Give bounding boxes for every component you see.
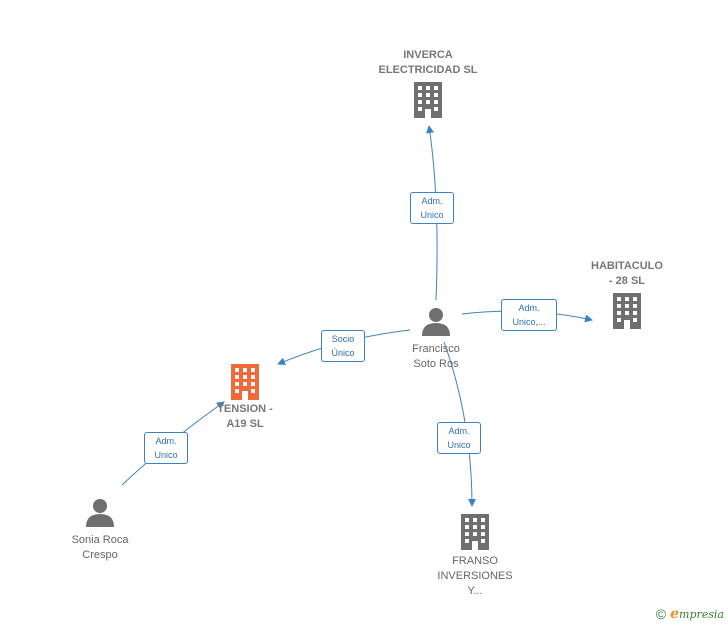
building-icon — [613, 293, 641, 329]
building-icon — [231, 364, 259, 400]
node-label: TENSION - A19 SL — [217, 403, 273, 430]
person-icon — [86, 499, 114, 527]
building-icon — [414, 82, 442, 118]
edge-label-francisco-habitaculo: Adm. Unico,... — [501, 299, 557, 331]
node-label: Francisco Soto Ros — [412, 343, 460, 370]
edge-label-francisco-franso: Adm. Unico — [437, 422, 481, 454]
node-label: Sonia Roca Crespo — [71, 534, 129, 561]
edge-label-sonia-tension: Adm. Unico — [144, 432, 188, 464]
node-tension[interactable]: TENSION - A19 SL — [190, 364, 300, 432]
node-franso[interactable]: FRANSO INVERSIONES Y... — [420, 514, 530, 599]
node-francisco[interactable]: Francisco Soto Ros — [386, 306, 486, 372]
edge-label-francisco-inverca: Adm. Unico — [410, 192, 454, 224]
brand-name: empresia — [670, 606, 724, 622]
copyright-icon: © — [655, 606, 667, 622]
node-sonia[interactable]: Sonia Roca Crespo — [50, 497, 150, 563]
building-icon — [461, 514, 489, 550]
brand-logo[interactable]: © empresia — [656, 606, 724, 622]
node-label: INVERCA ELECTRICIDAD SL — [378, 49, 478, 76]
person-icon — [422, 308, 450, 336]
node-habitaculo[interactable]: HABITACULO - 28 SL — [572, 259, 682, 329]
node-label: HABITACULO - 28 SL — [591, 260, 663, 287]
edge-label-francisco-tension: Socio Único — [321, 330, 365, 362]
node-label: FRANSO INVERSIONES Y... — [437, 555, 513, 597]
node-inverca[interactable]: INVERCA ELECTRICIDAD SL — [368, 48, 488, 118]
